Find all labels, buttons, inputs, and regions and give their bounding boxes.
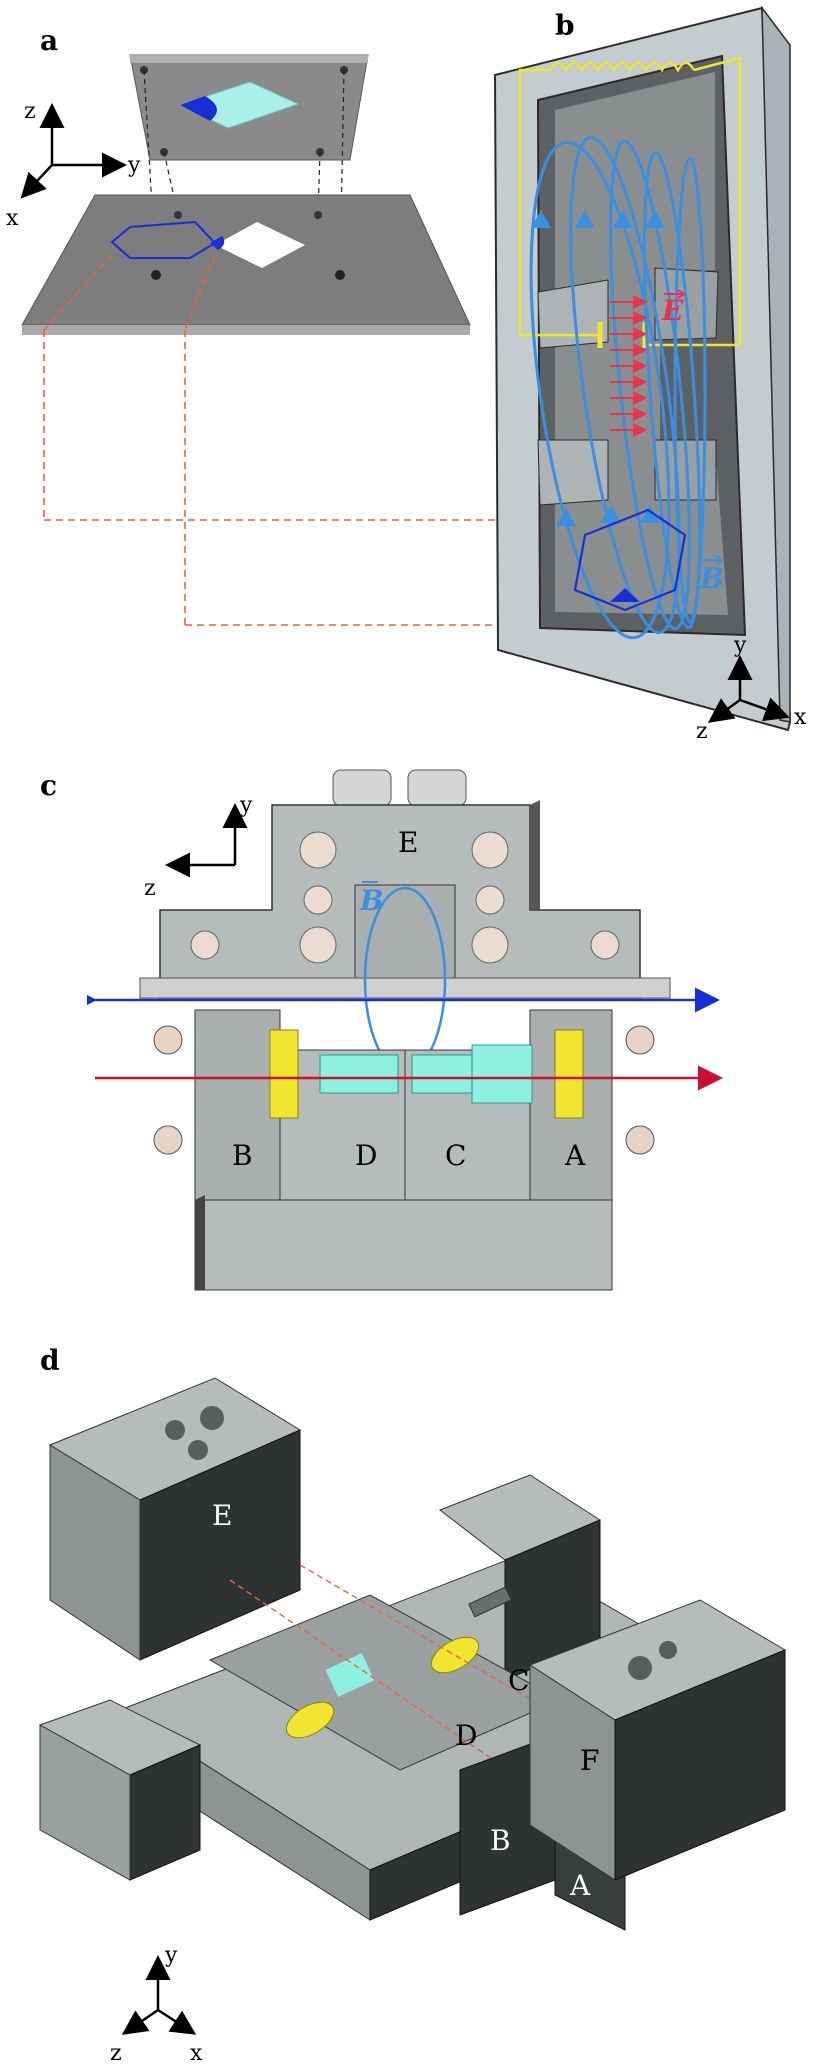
sample-outline xyxy=(110,220,217,259)
part-label-b-c: B xyxy=(232,1139,253,1172)
panel-b-label: b xyxy=(555,9,575,42)
panel-c-axis-z: z xyxy=(144,876,156,901)
panel-a-axis-x: x xyxy=(6,206,19,231)
panel-c-axes xyxy=(165,803,248,878)
top-plate xyxy=(129,54,369,161)
spacer-left xyxy=(269,1029,299,1119)
part-label-d-d: D xyxy=(455,1719,477,1752)
panel-d-axis-x: x xyxy=(190,2041,203,2066)
bottom-plate-aperture xyxy=(215,222,305,268)
panel-b-axis-z: z xyxy=(696,719,708,744)
electric-field-arrows xyxy=(610,295,647,437)
panel-d-axis-z: z xyxy=(110,2041,122,2066)
part-label-a-c: A xyxy=(564,1139,586,1172)
crystal-left xyxy=(319,1054,399,1094)
panel-d-label: d xyxy=(40,1344,60,1377)
e-field-label: E xyxy=(661,294,684,327)
panel-b-axis-y: y xyxy=(733,633,747,658)
spacer-right xyxy=(554,1029,584,1119)
panel-a-axis-z: z xyxy=(24,99,36,124)
part-label-f-d: F xyxy=(580,1744,599,1777)
b-field-label: B xyxy=(699,562,724,595)
magnetic-field-lines xyxy=(529,135,707,640)
part-label-c-c: C xyxy=(445,1139,466,1172)
top-screw-right xyxy=(407,769,467,807)
part-label-e-d: E xyxy=(212,1499,232,1532)
b-field-label-c: B xyxy=(359,884,384,917)
part-label-a-d: A xyxy=(569,1869,591,1902)
sample-outline-b xyxy=(573,508,687,612)
panel-d-axes xyxy=(121,1955,197,2035)
panel-a: a z y x xyxy=(6,24,630,626)
panel-b: b xyxy=(493,5,807,744)
panel-a-label: a xyxy=(40,24,58,57)
guide-lines-d xyxy=(229,1564,576,1796)
sample-icon xyxy=(180,96,217,121)
panel-b-axes xyxy=(707,655,790,723)
crystal-right xyxy=(411,1054,473,1094)
panel-d: d E C D B xyxy=(38,1344,787,2066)
guide-lines xyxy=(43,254,630,626)
part-label-c-d: C xyxy=(508,1664,529,1697)
panel-a-axis-y: y xyxy=(127,153,141,178)
panel-c-axis-y: y xyxy=(239,793,253,818)
panel-c-label: c xyxy=(40,769,57,802)
top-screw-left xyxy=(332,769,392,807)
panel-a-axes xyxy=(20,103,127,199)
panel-d-axis-y: y xyxy=(164,1943,178,1968)
waveguide-rod xyxy=(139,977,671,999)
part-label-d-c: D xyxy=(355,1139,377,1172)
field-direction-arrows xyxy=(531,210,665,526)
part-label-b-d: B xyxy=(490,1824,511,1857)
panel-c: c y z E B xyxy=(40,769,723,1291)
bottom-plate xyxy=(21,194,471,335)
part-label-e-c: E xyxy=(398,826,418,859)
panel-b-axis-x: x xyxy=(794,705,807,730)
